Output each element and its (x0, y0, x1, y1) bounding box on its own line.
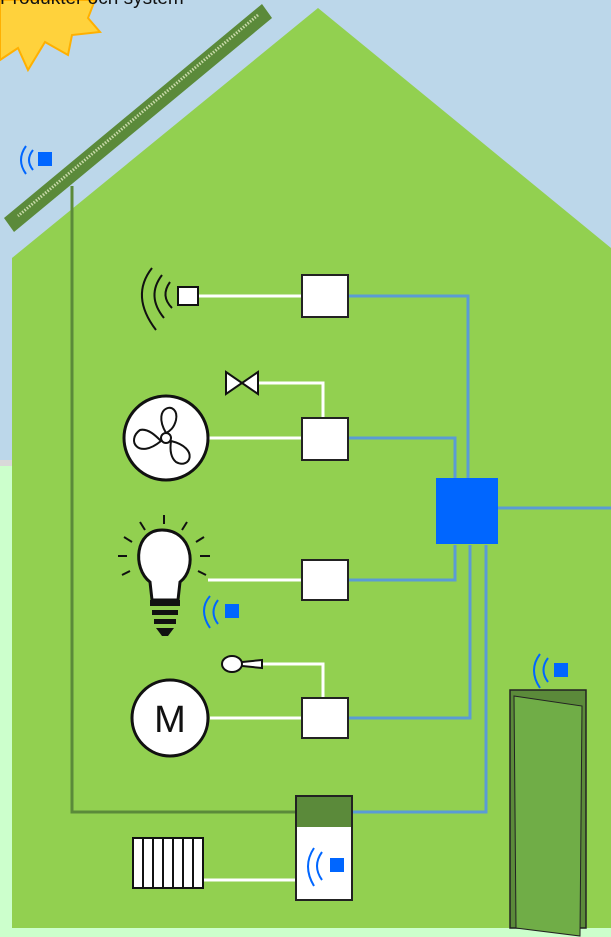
wireless-signal-icon (20, 145, 52, 175)
wireless-signal-icon (533, 653, 568, 689)
page-title: Produkter och system (0, 0, 184, 10)
power-line (70, 186, 296, 814)
control-panel-icon (295, 795, 353, 901)
controller-box (301, 559, 349, 601)
motor-label: M (154, 699, 186, 741)
sensor-icon (140, 267, 199, 331)
data-wiring (348, 294, 611, 814)
solar-panel-icon (4, 4, 272, 232)
radiator-icon (132, 837, 204, 889)
valve-icon (225, 370, 259, 396)
sun-icon (0, 0, 102, 73)
wireless-signal-icon (203, 595, 239, 629)
motor-icon: M (130, 678, 210, 758)
door-icon (509, 689, 587, 937)
controller-box (301, 274, 349, 318)
controller-box (301, 417, 349, 461)
hub-icon (436, 478, 498, 544)
controller-box (301, 697, 349, 739)
light-bulb-icon (118, 515, 210, 636)
damper-icon (221, 655, 263, 673)
device-wiring (198, 294, 325, 882)
fan-icon (122, 394, 210, 482)
